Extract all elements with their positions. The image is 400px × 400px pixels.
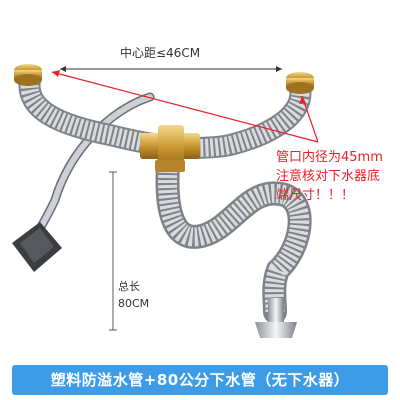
inner-diameter-note-line1: 管口内径为45mm <box>276 150 383 165</box>
inner-diameter-note-line2: 注意核对下水器底 <box>276 169 381 184</box>
product-caption-bar: 塑料防溢水管+80公分下水管（无下水器） <box>12 365 388 395</box>
left-brass-cap <box>14 64 42 86</box>
total-length-label: 总长 <box>118 280 140 293</box>
total-length-indicator <box>109 171 117 331</box>
center-distance-arrow <box>60 66 282 72</box>
overflow-tray <box>12 222 62 272</box>
inner-diameter-arrows <box>51 70 319 143</box>
chrome-outlet <box>255 298 297 338</box>
inner-diameter-note: 管口内径为45mm 注意核对下水器底 端尺寸！！！ <box>276 148 400 205</box>
brass-tee-fitting <box>140 125 200 172</box>
inner-diameter-note-line3: 端尺寸！！！ <box>276 188 355 203</box>
center-distance-label: 中心距≤46CM <box>120 46 201 60</box>
total-length-value: 80CM <box>118 297 150 310</box>
right-brass-cap <box>286 72 314 94</box>
